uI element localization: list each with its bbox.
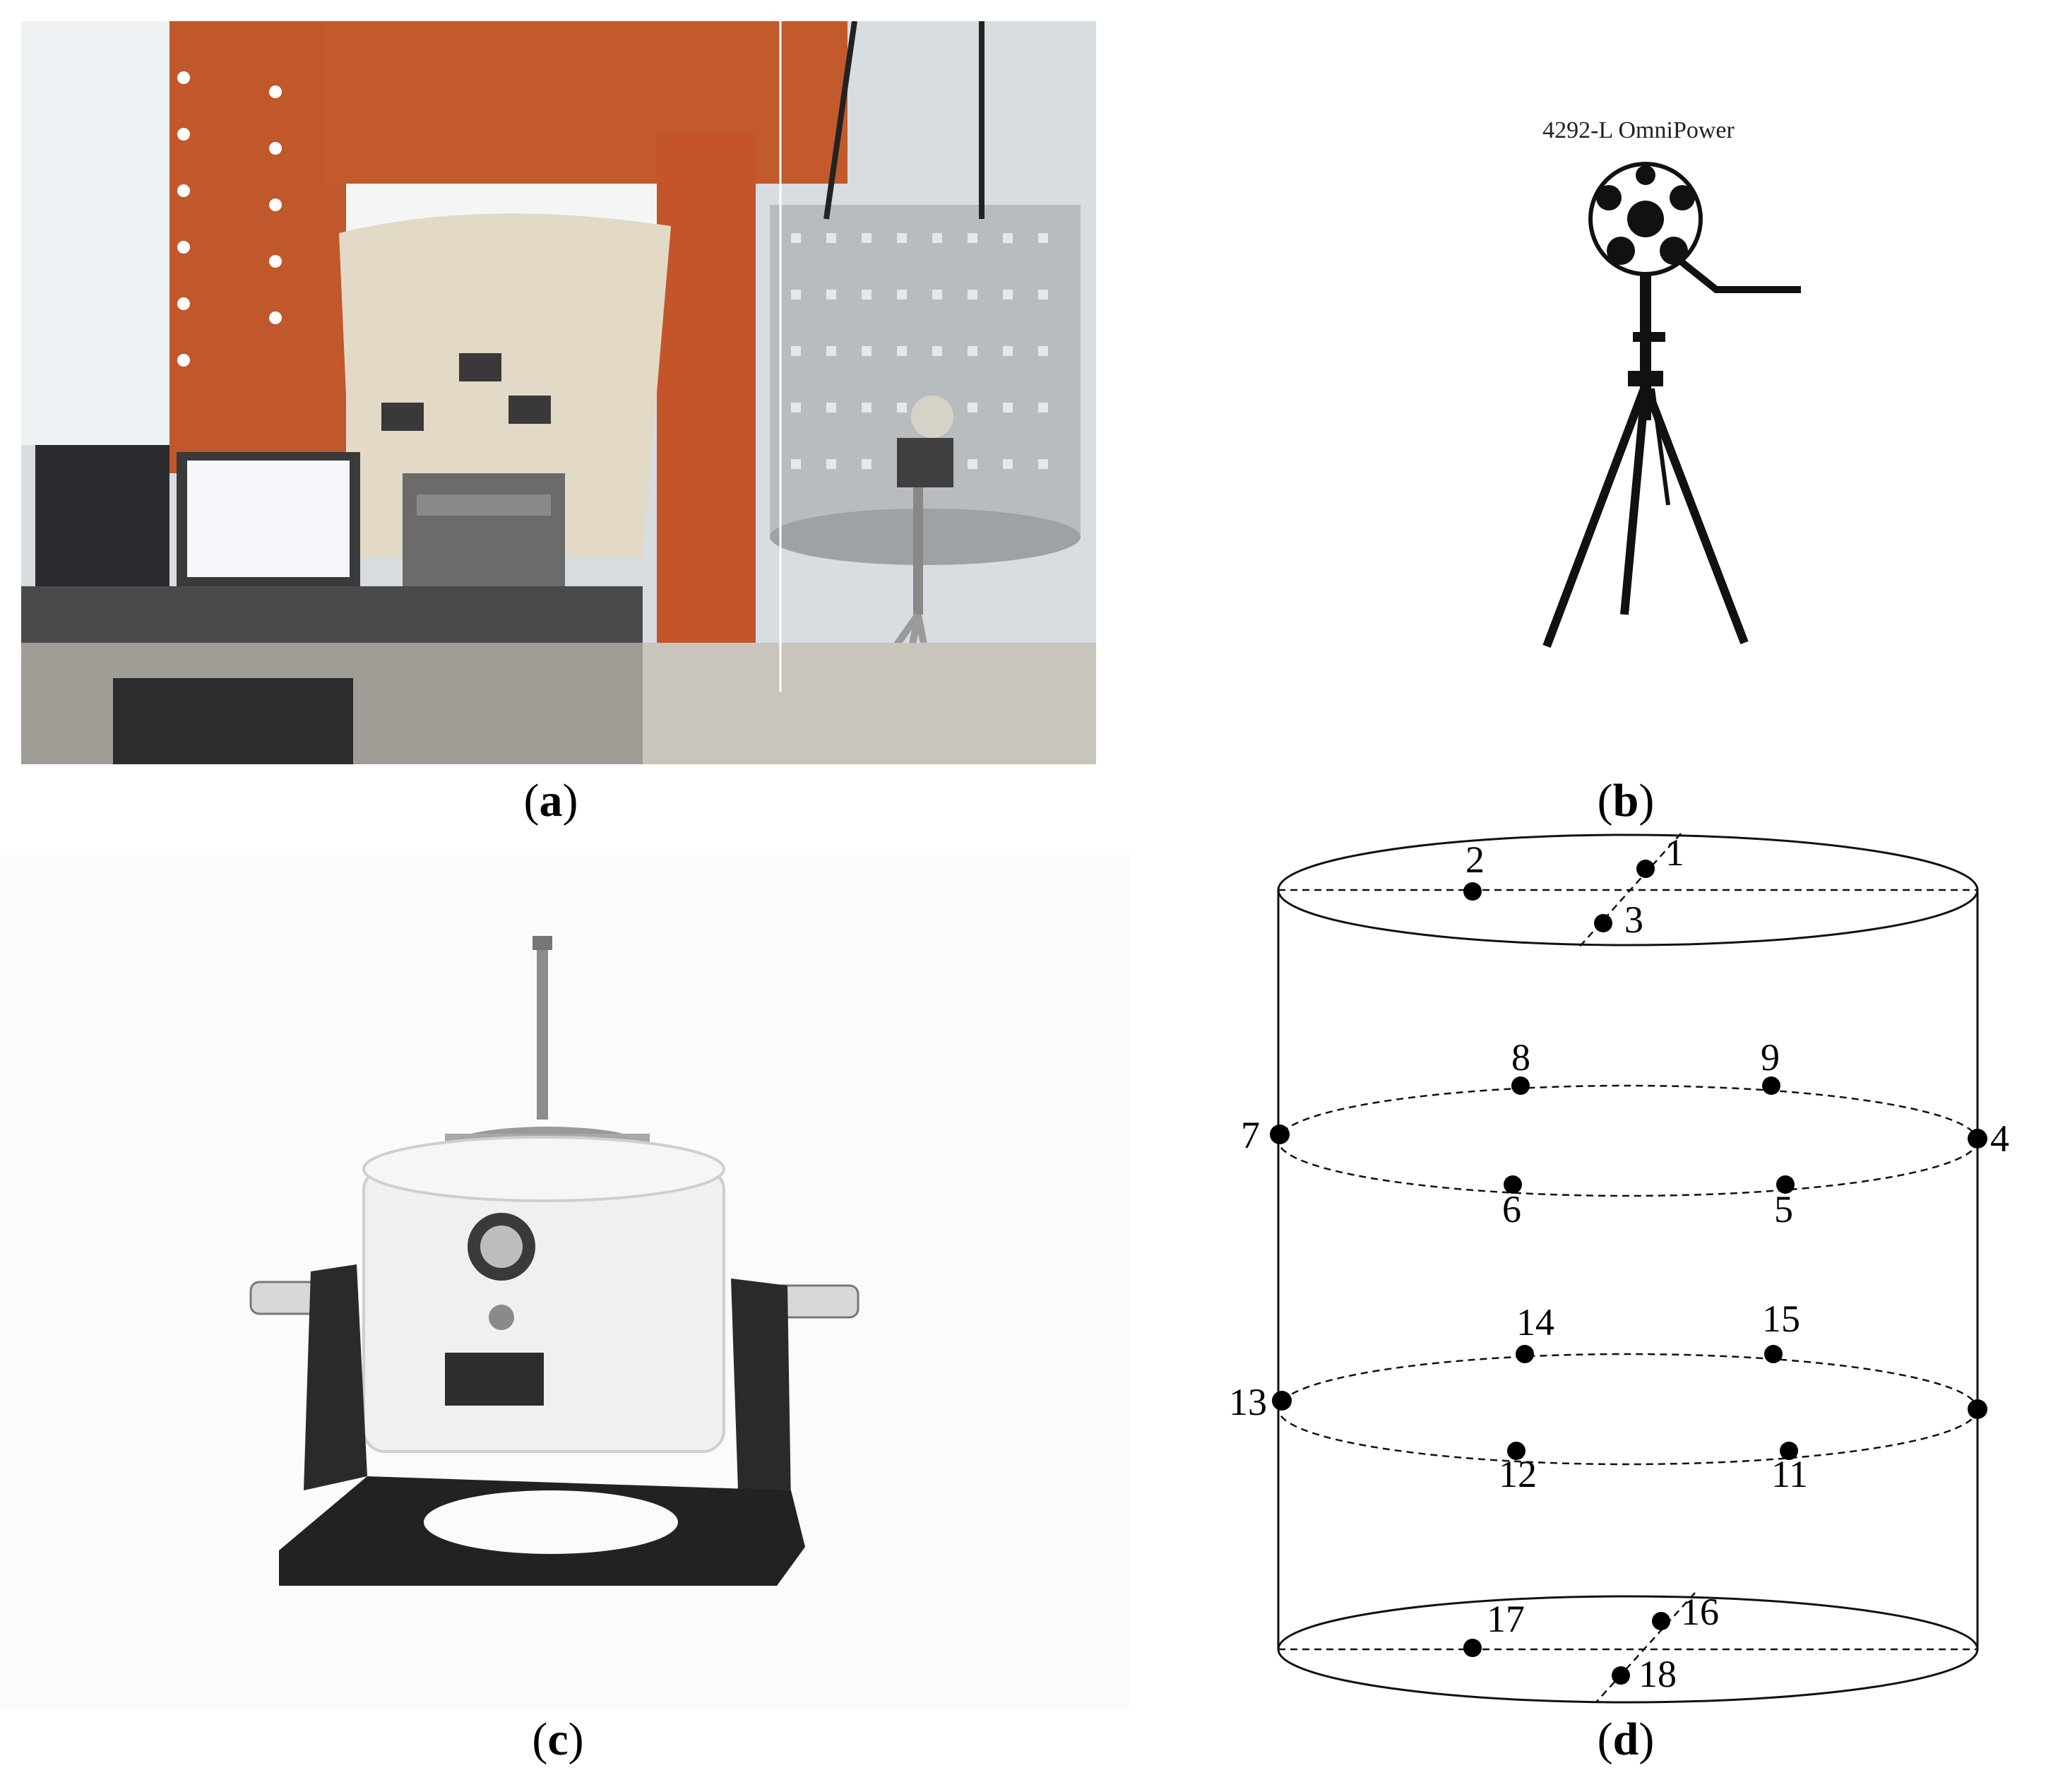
point-label-6: 6 [1502,1188,1521,1230]
panel-c-shaker [0,855,1130,1709]
point-18-marker [1612,1666,1630,1685]
caption-b: (b) [1597,775,1655,826]
cylinder-diagram: 1 2 3 4 5 6 7 8 9 11 12 13 14 15 16 17 1… [1229,831,2009,1704]
point-3-marker [1594,914,1612,932]
panel-a-lab-photo [21,20,1096,766]
panel-b-speaker: 4292-L OmniPower [1448,106,1872,671]
point-10-marker [1968,1399,1987,1419]
caption-a: (a) [523,775,578,826]
point-17-marker [1463,1639,1482,1657]
point-8-marker [1511,1076,1530,1095]
point-6-marker [1504,1175,1522,1194]
point-2-marker [1463,882,1482,901]
middle-ellipse-lower [1277,1353,1979,1466]
point-label-12: 12 [1499,1453,1537,1495]
point-5-marker [1776,1175,1795,1194]
point-14-marker [1516,1345,1534,1363]
caption-c: (c) [532,1714,584,1765]
point-label-7: 7 [1241,1114,1260,1156]
point-label-16: 16 [1681,1591,1719,1633]
point-9-marker [1762,1076,1780,1095]
point-label-18: 18 [1638,1653,1677,1695]
point-label-14: 14 [1516,1301,1554,1343]
point-15-marker [1764,1345,1783,1363]
point-16-marker [1652,1612,1670,1630]
point-label-13: 13 [1229,1381,1267,1423]
panel-d-measurement-diagram: 1 2 3 4 5 6 7 8 9 11 12 13 14 15 16 17 1… [1201,812,2046,1731]
point-1-marker [1636,860,1655,878]
point-label-8: 8 [1511,1036,1530,1079]
point-11-marker [1780,1442,1798,1460]
point-label-3: 3 [1624,898,1643,941]
omnipower-speaker-illustration: 4292-L OmniPower [1542,117,1801,648]
point-label-5: 5 [1774,1188,1793,1230]
point-label-17: 17 [1487,1598,1525,1640]
point-label-4: 4 [1990,1117,2009,1160]
middle-ellipse-upper [1277,1084,1979,1197]
shaker-illustration [0,855,1130,1709]
point-label-2: 2 [1465,838,1485,881]
point-label-1: 1 [1665,831,1684,874]
point-7-marker [1270,1125,1290,1144]
point-label-11: 11 [1771,1453,1808,1495]
point-label-9: 9 [1761,1036,1780,1079]
device-label: 4292-L OmniPower [1542,117,1735,143]
point-4-marker [1968,1129,1987,1149]
caption-d: (d) [1597,1714,1655,1765]
point-12-marker [1507,1442,1525,1460]
point-label-15: 15 [1762,1298,1800,1340]
lab-photo-illustration [21,20,1096,766]
point-13-marker [1272,1391,1292,1411]
